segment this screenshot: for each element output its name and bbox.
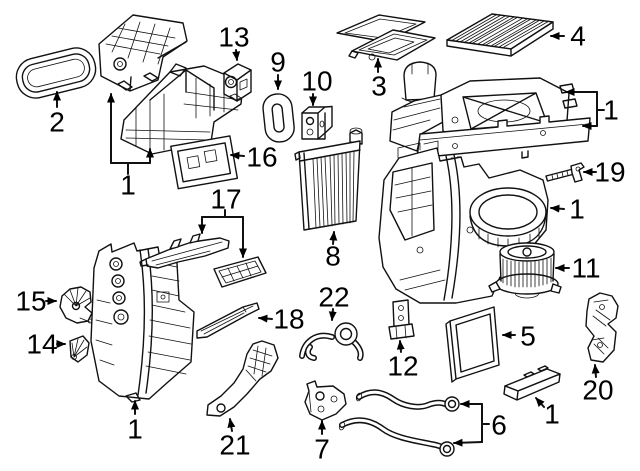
part-17-grid-panel-drawing[interactable]: [213, 256, 267, 288]
leader-16: [230, 151, 245, 160]
callout-10[interactable]: 10: [301, 66, 332, 97]
callout-3[interactable]: 3: [371, 71, 387, 102]
part-lower-housing-drawing[interactable]: [120, 63, 244, 155]
leader-1-mid-right: [550, 204, 565, 213]
part-filter-cover-drawing[interactable]: [336, 14, 436, 61]
part-cabin-filter-drawing[interactable]: [446, 13, 554, 57]
callout-1-top-left[interactable]: 1: [120, 170, 136, 201]
part-heater-hoses-drawing[interactable]: [338, 389, 460, 457]
leader-18: [258, 314, 273, 323]
part-control-rod-drawing[interactable]: [545, 162, 585, 183]
leader-6-bracket: [481, 403, 490, 443]
callout-19[interactable]: 19: [594, 157, 625, 188]
leader-12: [396, 340, 405, 353]
callout-21[interactable]: 21: [219, 430, 250, 461]
part-actuator-13-drawing[interactable]: [223, 63, 252, 102]
callout-22[interactable]: 22: [318, 282, 349, 313]
callout-1-mid-right[interactable]: 1: [569, 194, 585, 225]
callout-11[interactable]: 11: [571, 253, 600, 284]
callout-6[interactable]: 6: [491, 410, 507, 441]
callout-17[interactable]: 17: [210, 184, 241, 215]
callout-14[interactable]: 14: [26, 329, 57, 360]
part-cover-panel-drawing[interactable]: [170, 135, 239, 190]
part-mounting-rail-drawing[interactable]: [503, 365, 561, 401]
callout-16[interactable]: 16: [246, 142, 277, 173]
callout-2[interactable]: 2: [49, 107, 65, 138]
part-grommet-drawing[interactable]: [262, 93, 296, 144]
leader-17-bracket: [201, 209, 244, 218]
part-17-bracket-drawing[interactable]: [139, 233, 230, 269]
callout-18[interactable]: 18: [273, 304, 304, 335]
leader-13: [232, 49, 241, 61]
callout-5[interactable]: 5: [520, 321, 536, 352]
part-filter-element-drawing[interactable]: [445, 306, 500, 383]
callout-1-top-right[interactable]: 1: [603, 95, 619, 126]
leader-22: [328, 308, 337, 321]
leader-1-rail: [535, 397, 545, 408]
part-hose-loop-drawing[interactable]: [299, 322, 364, 361]
part-trim-strip-drawing[interactable]: [196, 302, 260, 339]
callout-20[interactable]: 20: [582, 375, 613, 406]
part-sector-cam-drawing[interactable]: [69, 335, 90, 363]
callout-leaders: [45, 32, 605, 447]
callout-7[interactable]: 7: [314, 434, 330, 465]
part-floor-duct-drawing[interactable]: [206, 340, 279, 417]
leader-1-top-right-bracket: [596, 91, 605, 127]
leader-20: [591, 364, 600, 378]
callout-8[interactable]: 8: [325, 241, 341, 272]
callout-12[interactable]: 12: [387, 351, 418, 382]
callout-1-rail[interactable]: 1: [544, 399, 560, 430]
callout-4[interactable]: 4: [570, 21, 586, 52]
part-cam-actuator-drawing[interactable]: [59, 286, 93, 324]
part-bracket-12-drawing[interactable]: [388, 299, 415, 340]
part-heater-case-drawing[interactable]: [90, 242, 195, 403]
callout-15[interactable]: 15: [15, 286, 46, 317]
callout-labels: 2 1 13 9 10 3 4 1 19 1 16 17 8 11 18 15 …: [15, 21, 625, 465]
leader-21: [227, 418, 236, 432]
leader-6-b: [453, 438, 483, 447]
leader-8: [329, 231, 338, 245]
part-evaporator-core-drawing[interactable]: [294, 127, 363, 231]
leader-1-top-left-bracket: [110, 162, 151, 175]
callout-13[interactable]: 13: [218, 22, 249, 53]
part-side-bracket-drawing[interactable]: [585, 292, 619, 363]
callout-9[interactable]: 9: [270, 47, 286, 78]
part-pipe-bracket-drawing[interactable]: [304, 380, 347, 421]
part-expansion-valve-drawing[interactable]: [301, 105, 333, 140]
callout-1-bottom-left[interactable]: 1: [127, 414, 143, 445]
part-upper-housing-drawing[interactable]: [98, 14, 188, 92]
part-blower-motor-drawing[interactable]: [488, 242, 562, 299]
